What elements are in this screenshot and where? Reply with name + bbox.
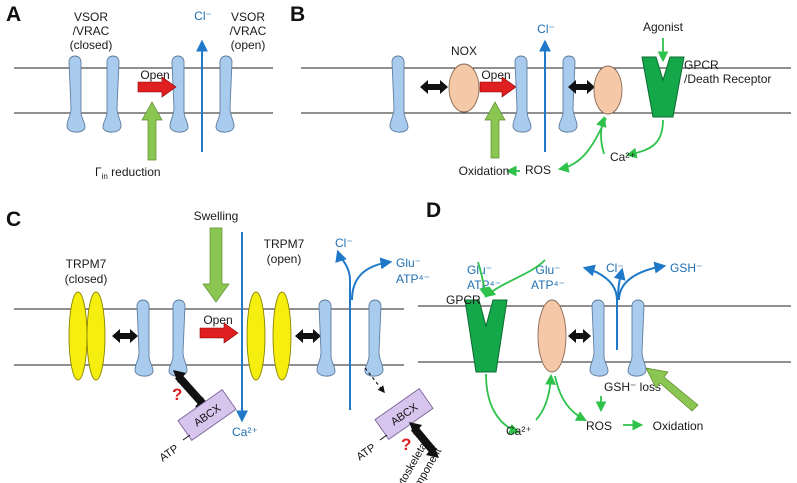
vsor-closed-label-1: VSOR <box>74 10 108 24</box>
gpcr-label-d: GPCR <box>446 293 481 307</box>
abcx-link-left <box>175 373 206 407</box>
abcx-link-left-head-top <box>173 370 186 383</box>
trpm7-open-subunit-2 <box>272 291 292 381</box>
interaction-arrow-c2 <box>295 329 321 343</box>
release-to-gpcr-arrow-2 <box>477 261 490 299</box>
nox-protein-2 <box>593 65 623 115</box>
open-arrow-b <box>479 76 517 98</box>
interaction-arrow-c1 <box>112 329 138 343</box>
chloride-label-a: Cl⁻ <box>194 9 212 23</box>
panel-label-c: C <box>6 208 21 231</box>
open-arrow-c <box>199 322 239 344</box>
atp-link-left <box>182 434 191 441</box>
gpcr-to-calcium-arrow-d <box>485 373 521 435</box>
cytoskeleton-link-head-top <box>409 422 422 435</box>
glutamate-efflux-arrow-d <box>582 264 618 350</box>
panel-a: A VSOR /VRAC (closed) Cl⁻ VSOR /VRAC (op… <box>6 3 273 181</box>
interaction-arrow-b1 <box>420 80 448 94</box>
nox-label: NOX <box>451 44 477 58</box>
oxidation-label-b: Oxidation <box>459 164 510 178</box>
panel-label-a: A <box>6 3 21 26</box>
interaction-arrow-d <box>568 329 591 343</box>
panel-b: B NOX Open Cl⁻ GPCR /Death Receptor Agon… <box>290 3 791 178</box>
gamma-reduction-label: Γin reduction <box>95 165 161 181</box>
chloride-label-c: Cl⁻ <box>335 236 353 250</box>
gpcr-label-b2: /Death Receptor <box>684 72 771 86</box>
chloride-efflux-arrow-d <box>613 267 626 301</box>
trpm7-closed-label-2: (closed) <box>65 272 108 286</box>
cytoskeleton-link <box>410 425 438 455</box>
calcium-to-nox-arrow <box>596 115 607 155</box>
trpm7-open-label-1: TRPM7 <box>264 237 305 251</box>
panel-label-b: B <box>290 3 305 26</box>
dashed-link-to-abcx <box>364 367 385 394</box>
trpm7-closed-subunit-2 <box>86 291 106 381</box>
vsor-open-label-1: VSOR <box>231 10 265 24</box>
agonist-label: Agonist <box>643 20 684 34</box>
open-label-c: Open <box>203 313 232 327</box>
gpcr-to-calcium-arrow <box>625 119 664 159</box>
gpcr-label-b1: GPCR <box>684 58 719 72</box>
panel-d: D GPCR Glu⁻ ATP⁴⁻ Glu⁻ ATP⁴⁻ Cl⁻ GSH⁻ Ca… <box>418 199 791 438</box>
atp-label-left: ATP <box>157 443 181 465</box>
atp-label-c: ATP⁴⁻ <box>396 272 430 286</box>
vsor-open-label-3: (open) <box>231 38 266 52</box>
open-arrow-a <box>137 76 177 98</box>
vsor-closed-channel <box>66 55 122 133</box>
panel-c: C Swelling TRPM7 (closed) Open TRPM7 (op… <box>6 208 444 483</box>
oxidation-label-d: Oxidation <box>653 419 704 433</box>
atp-label-right: ATP <box>354 442 378 464</box>
atp-link-right <box>379 434 388 441</box>
calcium-to-nox-arrow-d <box>535 373 556 421</box>
nox-to-ros-arrow <box>557 117 607 173</box>
swelling-label: Swelling <box>194 209 239 223</box>
trpm7-closed-label-1: TRPM7 <box>66 257 107 271</box>
trpm7-open-subunit-1 <box>246 291 266 381</box>
atp-label-d-mid: ATP⁴⁻ <box>531 278 565 292</box>
glutamate-efflux-arrow-c <box>351 257 393 301</box>
abcx-transporter-right: ABCX <box>374 388 434 440</box>
nox-to-ros-arrow-d <box>554 375 587 422</box>
gsh-label-d: GSH⁻ <box>670 261 702 275</box>
release-to-gpcr-arrow <box>484 259 546 298</box>
question-mark-c-right: ? <box>401 435 411 454</box>
calcium-label-b: Ca²⁺ <box>610 150 636 164</box>
oxidation-up-arrow-b <box>484 101 506 159</box>
trpm7-open-label-2: (open) <box>267 252 302 266</box>
swelling-arrow <box>202 227 230 303</box>
calcium-label-c: Ca²⁺ <box>232 425 258 439</box>
oxidation-up-arrow-d <box>645 367 699 412</box>
gsh-loss-label: GSH⁻ loss <box>604 380 661 394</box>
gamma-reduction-arrow <box>141 101 163 161</box>
glutamate-label-c: Glu⁻ <box>396 256 421 270</box>
cytoskeleton-link-head-bottom <box>426 445 439 458</box>
vsor-open-label-2: /VRAC <box>230 24 267 38</box>
vsor-closed-label-2: /VRAC <box>73 24 110 38</box>
chloride-efflux-arrow-c <box>335 249 351 410</box>
gsh-efflux-arrow-d <box>618 261 667 301</box>
chloride-label-b: Cl⁻ <box>537 22 555 36</box>
calcium-label-d: Ca²⁺ <box>506 424 532 438</box>
abcx-transporter-left: ABCX <box>177 389 237 441</box>
nox-protein <box>448 63 480 113</box>
glutamate-label-d-mid: Glu⁻ <box>535 263 560 277</box>
interaction-arrow-b2 <box>568 80 595 94</box>
vsor-closed-label-3: (closed) <box>70 38 113 52</box>
panel-label-d: D <box>426 199 441 222</box>
ros-label-d: ROS <box>586 419 612 433</box>
trpm7-closed-subunit-1 <box>68 291 88 381</box>
ros-label-b: ROS <box>525 163 551 177</box>
vsor-channel-b-left <box>389 55 409 133</box>
nox-protein-d <box>537 299 567 373</box>
gpcr-d <box>464 299 508 373</box>
gpcr-death-receptor-b <box>641 56 685 118</box>
question-mark-c-left: ? <box>172 385 182 404</box>
